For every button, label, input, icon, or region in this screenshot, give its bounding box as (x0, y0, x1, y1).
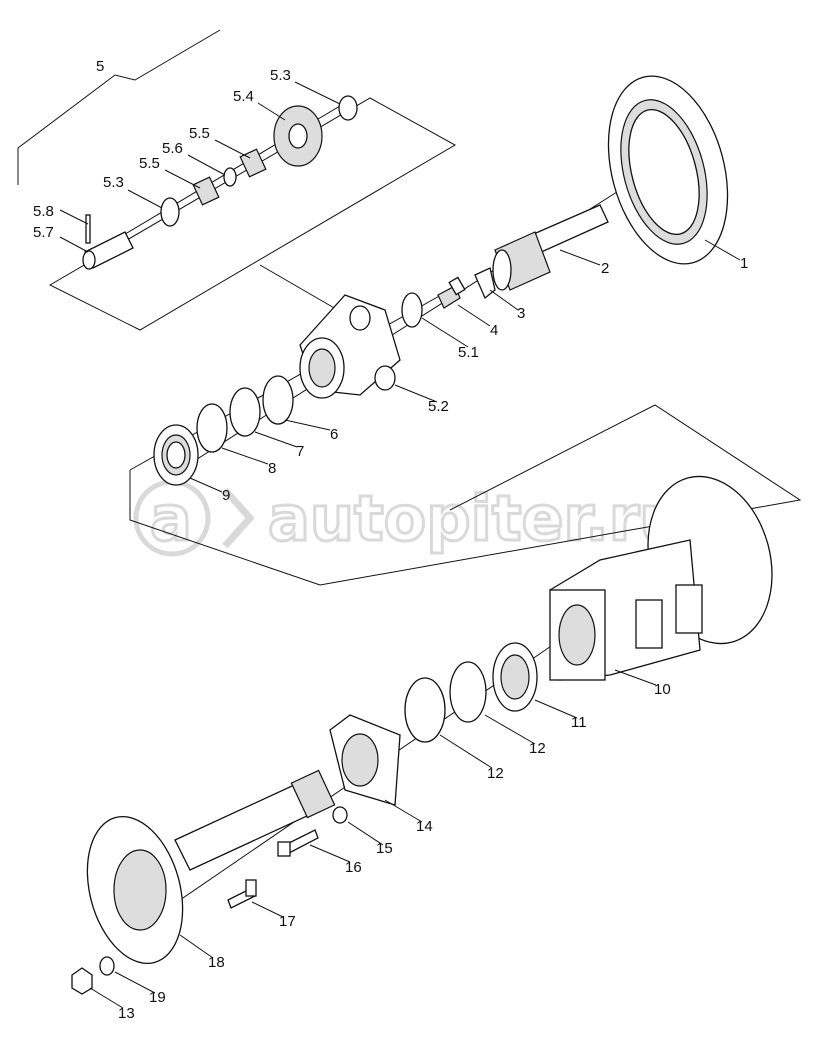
callout-1: 1 (740, 255, 748, 272)
watermark: a autopiter.ru (133, 479, 685, 557)
callout-5-2: 5.2 (428, 398, 449, 415)
callout-16: 16 (345, 859, 362, 876)
callout-5-5-bottom: 5.5 (139, 155, 160, 172)
part-axle-housing[interactable] (549, 462, 790, 681)
part-axle-shaft[interactable] (72, 769, 336, 974)
callout-labels: 5 5.3 5.4 5.5 5.6 5.5 5.3 5.8 5.7 1 2 3 … (33, 58, 748, 1022)
callout-15: 15 (376, 840, 393, 857)
part-ring-gear[interactable] (589, 63, 747, 277)
part-needle-bearing-5-5-top[interactable] (239, 148, 267, 178)
callout-2: 2 (601, 260, 609, 277)
part-pinion-shaft[interactable] (492, 204, 609, 291)
callout-5: 5 (96, 58, 104, 75)
part-nut-15[interactable] (332, 806, 348, 824)
callout-11: 11 (571, 714, 587, 731)
callout-19: 19 (149, 989, 166, 1006)
callout-12-b: 12 (487, 765, 504, 782)
part-seal-12-b[interactable] (404, 677, 446, 743)
part-pin-shaft-5-7[interactable] (82, 231, 134, 270)
part-washer-5-3-top[interactable] (338, 95, 358, 121)
part-bearing-cover[interactable] (329, 714, 401, 806)
callout-6: 6 (330, 426, 338, 443)
part-ring-6[interactable] (262, 375, 294, 425)
part-bearing-9[interactable] (153, 424, 199, 486)
part-ring-8[interactable] (196, 403, 228, 453)
callout-8: 8 (268, 460, 276, 477)
part-washer-5-1[interactable] (401, 292, 423, 328)
callout-14: 14 (416, 818, 433, 835)
callout-3: 3 (517, 305, 525, 322)
svg-text:a: a (150, 482, 192, 555)
callout-5-3-top: 5.3 (270, 67, 291, 84)
part-bearing-11[interactable] (492, 642, 538, 712)
callout-10: 10 (654, 681, 671, 698)
callout-5-8: 5.8 (33, 203, 54, 220)
part-bolt-16[interactable] (277, 829, 319, 857)
part-needle-bearing-5-5-bottom[interactable] (192, 176, 220, 206)
part-pin-5-8[interactable] (85, 214, 91, 244)
callout-7: 7 (296, 443, 304, 460)
callout-5-7: 5.7 (33, 224, 54, 241)
callout-18: 18 (208, 954, 225, 971)
callout-5-3-bottom: 5.3 (103, 174, 124, 191)
leader-lines (59, 81, 741, 1009)
part-seal-12-a[interactable] (449, 661, 487, 723)
part-spacer-5-6[interactable] (223, 167, 237, 187)
callout-17: 17 (279, 913, 296, 930)
callout-5-6: 5.6 (162, 140, 183, 157)
callout-9: 9 (222, 487, 230, 504)
part-lock-plate[interactable] (474, 267, 496, 300)
part-bolt[interactable] (437, 276, 466, 309)
callout-5-1: 5.1 (458, 344, 479, 361)
callout-13: 13 (118, 1005, 135, 1022)
callout-12-a: 12 (529, 740, 546, 757)
part-ring-7[interactable] (229, 387, 261, 437)
callout-5-4: 5.4 (233, 88, 254, 105)
callout-5-5-top: 5.5 (189, 125, 210, 142)
part-washer-19[interactable] (99, 956, 115, 976)
group-outlines (17, 29, 802, 586)
part-nut-13[interactable] (71, 967, 93, 995)
part-planet-carrier[interactable] (299, 294, 401, 399)
part-washer-5-3-bottom[interactable] (160, 197, 180, 227)
watermark-text: autopiter.ru (268, 482, 684, 555)
part-planet-gear[interactable] (273, 105, 323, 167)
callout-4: 4 (490, 322, 498, 339)
part-stud-17[interactable] (227, 879, 257, 909)
